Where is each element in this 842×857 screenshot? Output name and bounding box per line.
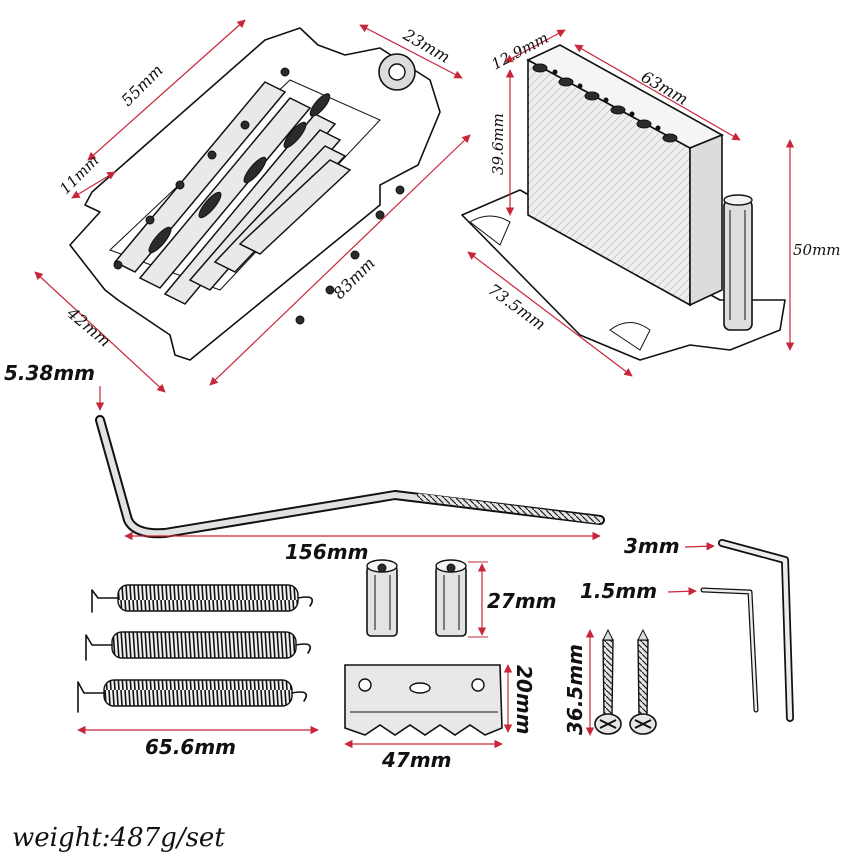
tremolo-springs <box>77 584 314 713</box>
label-47mm: 47mm <box>381 748 452 772</box>
screw-dimension: 36.5mm <box>563 629 595 736</box>
allen-wrench-large <box>718 539 794 722</box>
post-1 <box>366 559 398 637</box>
label-36-5mm: 36.5mm <box>563 644 587 735</box>
arm-dimensions: 5.38mm 156mm <box>4 361 601 564</box>
label-83mm: 83mm <box>329 254 378 303</box>
screw-2 <box>629 628 657 735</box>
screw-1 <box>594 628 622 735</box>
spring-3 <box>77 679 308 713</box>
weight-label: weight:487g/set <box>12 823 225 853</box>
label-5-38mm: 5.38mm <box>4 361 95 385</box>
label-27mm: 27mm <box>487 589 557 613</box>
label-42mm: 42mm <box>63 303 115 351</box>
label-55mm: 55mm <box>117 61 166 110</box>
label-20mm: 20mm <box>512 665 536 735</box>
claw-dimensions: 20mm 47mm <box>344 664 536 772</box>
label-50mm: 50mm <box>793 241 841 259</box>
label-1-5mm: 1.5mm <box>580 579 657 603</box>
label-39-6mm: 39.6mm <box>489 113 507 175</box>
mounting-posts <box>366 559 467 637</box>
wrench-dimensions: 3mm 1.5mm <box>580 534 715 603</box>
arm-mount-cylinder <box>723 199 753 331</box>
label-156mm: 156mm <box>285 540 368 564</box>
label-11mm: 11mm <box>56 151 102 197</box>
spring-claw <box>344 664 503 736</box>
label-65-6mm: 65.6mm <box>145 735 236 759</box>
tremolo-arm <box>95 415 605 539</box>
saddles <box>113 81 352 305</box>
allen-wrench-small <box>700 587 759 713</box>
spring-dimension: 65.6mm <box>77 725 319 759</box>
spring-1 <box>91 584 314 613</box>
mounting-screws <box>594 628 657 735</box>
label-73-5mm: 73.5mm <box>485 280 550 334</box>
post-dimension: 27mm <box>468 561 557 638</box>
spring-2 <box>85 631 312 661</box>
label-3mm: 3mm <box>624 534 680 558</box>
post-2 <box>435 559 467 637</box>
bridge-top-view <box>69 27 441 361</box>
